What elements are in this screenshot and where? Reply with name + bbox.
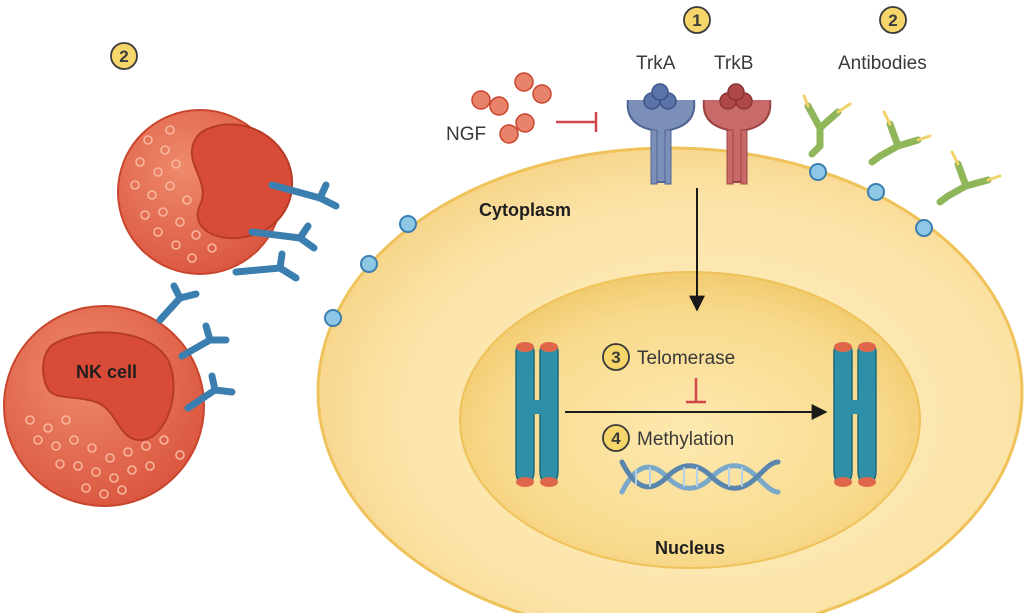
nk-cell-bottom <box>3 305 205 507</box>
nk-receptors <box>156 181 340 412</box>
trkb-label: TrkB <box>714 53 753 74</box>
badge-methylation: 4 <box>602 424 630 452</box>
badge-trk-number: 1 <box>692 11 701 30</box>
badge-trk: 1 <box>683 6 711 34</box>
chromosome-right <box>833 342 877 487</box>
cytoplasm-label: Cytoplasm <box>479 200 571 220</box>
ngf-label: NGF <box>446 124 486 145</box>
membrane-antigens <box>324 163 933 327</box>
chromosome-left <box>515 342 559 487</box>
badge-antibodies: 2 <box>879 6 907 34</box>
badge-telomerase: 3 <box>602 343 630 371</box>
telomerase-label: Telomerase <box>637 348 735 369</box>
ngf-inhibition-symbol <box>556 112 598 132</box>
telomerase-inhibition-symbol <box>686 378 706 404</box>
methylation-label: Methylation <box>637 429 734 450</box>
cell-nucleus <box>459 271 921 569</box>
badge-nk-cells: 2 <box>110 42 138 70</box>
badge-antibodies-number: 2 <box>888 11 897 30</box>
nk-cell-label: NK cell <box>76 362 137 382</box>
ngf-molecules <box>471 72 552 144</box>
nucleus-label: Nucleus <box>655 538 725 558</box>
trka-label: TrkA <box>636 53 676 74</box>
dna-helix <box>619 459 781 495</box>
trkb-receptor <box>702 83 772 185</box>
trka-receptor <box>626 83 696 185</box>
badge-nk-cells-number: 2 <box>119 47 128 66</box>
antibodies-label: Antibodies <box>838 53 927 74</box>
badge-methylation-number: 4 <box>611 429 621 448</box>
badge-telomerase-number: 3 <box>611 348 620 367</box>
antibodies <box>802 94 1002 206</box>
nk-cell-top <box>117 109 294 275</box>
